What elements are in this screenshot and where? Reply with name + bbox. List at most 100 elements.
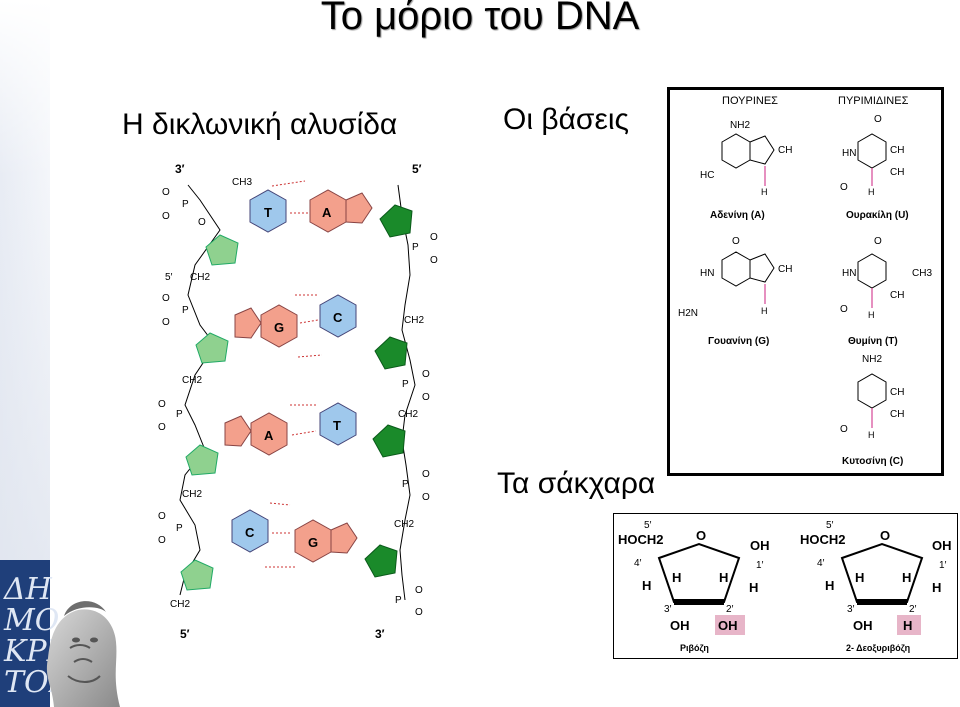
oxygen-atom: O <box>696 528 706 543</box>
svg-text:H: H <box>761 187 768 197</box>
uracil-label: Ουρακίλη (U) <box>846 210 909 221</box>
sugars-panel: 5′ HOCH2 O OH 4′ 1′ H H H H 3′ 2′ OH OH … <box>613 513 958 659</box>
bases-structures: ΠΟΥΡΙΝΕΣ ΠΥΡΙΜΙΔΙΝΕΣ NH2 HC CH H Αδενίνη… <box>678 95 932 467</box>
h-label: H <box>825 578 834 593</box>
pyrimidine-ring <box>319 294 357 338</box>
ch2-label: CH2 <box>182 375 202 386</box>
phosphate-group: O P O <box>162 293 189 328</box>
ch2-label: CH2 <box>404 315 424 326</box>
adenine-structure: NH2 HC CH H Αδενίνη (A) <box>700 120 792 221</box>
svg-text:O: O <box>840 424 848 435</box>
guanine-label: Γουανίνη (G) <box>708 336 769 347</box>
carbon-label: 4′ <box>817 558 825 569</box>
deoxyribose-structure: 5′ HOCH2 O OH 4′ 1′ H H H H 3′ 2′ OH H 2… <box>800 520 952 653</box>
ch-label: CH <box>890 409 904 420</box>
ch2-label: CH2 <box>170 599 190 610</box>
deoxyribose-label: 2- Δεοξυριβόζη <box>846 643 910 653</box>
nh2-label: NH2 <box>862 354 882 365</box>
carbon-label: 2′ <box>726 604 734 615</box>
base-letter: T <box>333 418 341 433</box>
oxygen-atom: O <box>430 232 438 243</box>
base-letter: T <box>264 205 272 220</box>
pyrimidine-ring <box>319 402 357 446</box>
end-label: 3′ <box>175 162 185 176</box>
svg-text:O: O <box>840 182 848 193</box>
oxygen-atom: O <box>162 293 170 304</box>
hc-label: HC <box>700 170 714 181</box>
ch-label: CH <box>890 167 904 178</box>
heading-double-helix: Η δικλωνική αλυσίδα <box>122 108 398 141</box>
hn-label: HN <box>842 268 856 279</box>
bases-panel: ΠΟΥΡΙΝΕΣ ΠΥΡΙΜΙΔΙΝΕΣ NH2 HC CH H Αδενίνη… <box>667 87 944 476</box>
oh-label: OH <box>670 618 690 633</box>
h-label: H <box>903 618 912 633</box>
base-letter: A <box>264 428 274 443</box>
base-letter: C <box>245 525 255 540</box>
svg-text:H: H <box>868 187 875 197</box>
end-label: 3′ <box>375 627 385 641</box>
oxygen-atom: O <box>422 492 430 503</box>
purine-ring <box>260 304 298 348</box>
oxygen-atom: O <box>162 187 170 198</box>
ch2-label: CH2 <box>182 489 202 500</box>
oxygen-atom: O <box>422 369 430 380</box>
carbon-label: 5′ <box>826 520 834 531</box>
oxygen-atom: O <box>415 585 423 596</box>
phosphate-group: P O O <box>402 469 430 503</box>
ch2-label: CH2 <box>394 519 414 530</box>
oxygen-atom: O <box>158 535 166 546</box>
purine-ring <box>250 412 288 456</box>
oh-label: OH <box>718 618 738 633</box>
oxygen-atom: O <box>198 217 206 228</box>
sugars-structures: 5′ HOCH2 O OH 4′ 1′ H H H H 3′ 2′ OH OH … <box>618 520 952 653</box>
purine-ring <box>345 192 373 224</box>
five-prime-label: 5′ <box>165 272 173 283</box>
hoch2-label: HOCH2 <box>618 532 664 547</box>
adenine-label: Αδενίνη (A) <box>710 210 765 221</box>
h-label: H <box>642 578 651 593</box>
carbon-label: 2′ <box>909 604 917 615</box>
cytosine-structure: NH2 CH CH O H Κυτοσίνη (C) <box>840 354 904 467</box>
university-logo <box>0 560 50 707</box>
sugar-pentagon <box>374 336 408 370</box>
hn-label: HN <box>842 148 856 159</box>
end-label: 5′ <box>180 627 190 641</box>
h-label: H <box>672 570 681 585</box>
h-label: H <box>749 580 758 595</box>
oxygen-atom: O <box>158 422 166 433</box>
phosphorus-atom: P <box>182 305 189 316</box>
phosphate-group: O P O O <box>162 187 206 228</box>
uracil-structure: O HN CH CH O H Ουρακίλη (U) <box>840 114 909 221</box>
purine-ring <box>330 522 358 554</box>
svg-text:O: O <box>874 114 882 125</box>
oxygen-atom: O <box>415 607 423 618</box>
h-label: H <box>932 580 941 595</box>
svg-text:H: H <box>868 430 875 440</box>
oxygen-atom: O <box>880 528 890 543</box>
h-label: H <box>855 570 864 585</box>
h-label: H <box>719 570 728 585</box>
thymine-structure: O HN CH3 CH O H Θυμίνη (T) <box>840 236 932 347</box>
pyrimidines-header: ΠΥΡΙΜΙΔΙΝΕΣ <box>838 95 909 107</box>
double-helix-diagram: 3′ 5′ 5′ 3′ O P O O 5′ CH2 O P O CH2 O P… <box>158 162 438 641</box>
base-letter: G <box>274 320 284 335</box>
ch3-label: CH3 <box>912 268 932 279</box>
ribose-label: Ριβόζη <box>680 643 709 653</box>
phosphorus-atom: P <box>412 242 419 253</box>
pyrimidine-ring <box>249 189 287 233</box>
h-label: H <box>902 570 911 585</box>
purines-header: ΠΟΥΡΙΝΕΣ <box>722 95 778 107</box>
sugar-pentagon <box>185 444 219 476</box>
methyl-label: CH3 <box>232 177 252 188</box>
ch-label: CH <box>890 145 904 156</box>
carbon-label: 4′ <box>634 558 642 569</box>
base-letter: C <box>333 310 343 325</box>
svg-text:O: O <box>732 236 740 247</box>
svg-text:O: O <box>874 236 882 247</box>
ch2-label: CH2 <box>190 272 210 283</box>
hoch2-label: HOCH2 <box>800 532 846 547</box>
sugar-pentagon <box>180 559 214 591</box>
phosphate-group: O P O <box>158 399 183 433</box>
ch-label: CH <box>890 387 904 398</box>
base-letter: G <box>308 535 318 550</box>
